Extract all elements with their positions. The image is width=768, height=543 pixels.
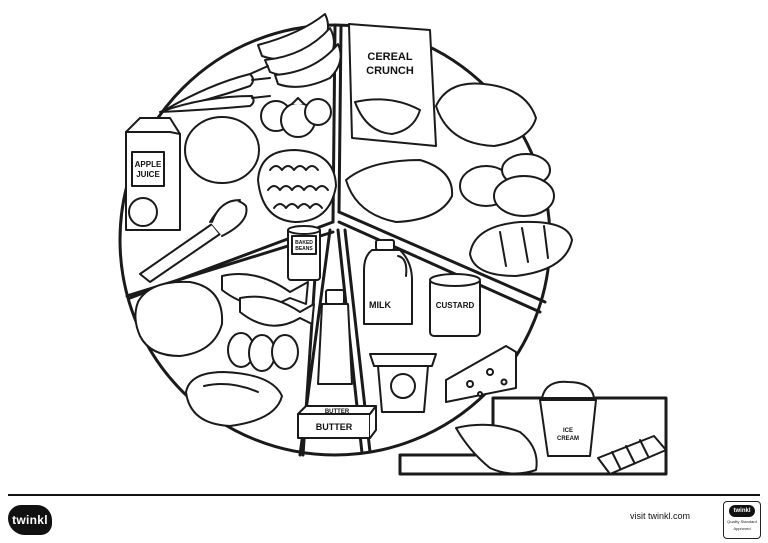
fish-illustration (221, 273, 315, 327)
oil-bottle (317, 289, 353, 385)
chocolate-bar (597, 435, 667, 475)
ice-cream-tub (539, 380, 597, 457)
badge-text-line2: Approved (733, 526, 751, 531)
cereal-box-label-line2: CRUNCH (366, 65, 414, 77)
butter-block (297, 405, 377, 439)
bread-illustration (469, 220, 573, 277)
badge-text-line1: Quality Standard (727, 519, 757, 524)
bananas-illustration (257, 13, 342, 88)
baked-beans-tin (287, 225, 321, 281)
ice-cream-label-line2: CREAM (557, 436, 579, 442)
milk-label: MILK (369, 300, 391, 310)
badge-logo: twinkl (729, 505, 755, 517)
baked-beans-label-line1: BAKED (295, 240, 313, 246)
cheese-illustration (445, 345, 517, 403)
butter-front-label: BUTTER (316, 422, 353, 432)
steak-illustration (185, 371, 283, 427)
custard-label: CUSTARD (436, 301, 475, 310)
cauliflower-illustration (257, 149, 337, 223)
baked-beans-label-line2: BEANS (295, 246, 313, 252)
quality-standard-badge: twinkl Quality Standard Approved (723, 501, 761, 539)
custard-tin (429, 273, 481, 337)
rice-illustration (435, 82, 537, 147)
carrots-illustration (159, 65, 271, 113)
twinkl-logo[interactable]: twinkl (8, 505, 52, 535)
cereal-box (348, 23, 437, 147)
apple-juice-label-line1: APPLE (135, 160, 162, 169)
crisps-bag (455, 423, 538, 475)
apple-juice-label-line2: JUICE (136, 170, 160, 179)
footer-divider (8, 494, 760, 496)
butter-top-label: BUTTER (325, 409, 350, 415)
ice-cream-label-line1: ICE (563, 428, 573, 434)
pasta-illustration (345, 159, 454, 223)
milk-bottle (363, 239, 413, 325)
cereal-box-label-line1: CEREAL (367, 51, 413, 63)
orange-illustration (184, 116, 260, 184)
yogurt-pot (369, 353, 437, 413)
leek-illustration (139, 199, 248, 283)
apple-juice-carton (125, 117, 181, 231)
chicken-illustration (134, 280, 224, 357)
eggs-illustration (227, 332, 299, 372)
twinkl-logo-text: twinkl (12, 513, 48, 527)
tomatoes-illustration (260, 97, 332, 138)
visit-link[interactable]: visit twinkl.com (630, 511, 691, 521)
potatoes-illustration (459, 153, 555, 217)
